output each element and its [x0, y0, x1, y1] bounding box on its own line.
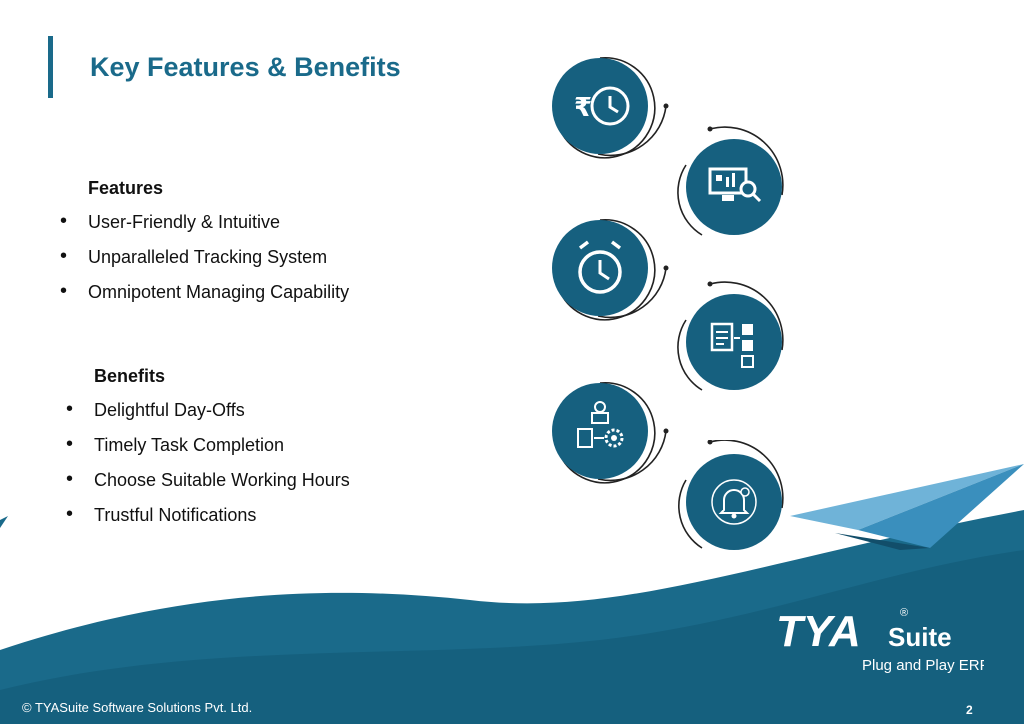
- bullet-icon: •: [66, 433, 74, 455]
- features-heading: Features: [88, 178, 164, 198]
- copyright-text: © TYASuite Software Solutions Pvt. Ltd.: [22, 700, 253, 715]
- bullet-icon: •: [66, 468, 74, 490]
- bullet-icon: •: [60, 210, 68, 232]
- bullet-icon: •: [66, 398, 74, 420]
- feature-item: User-Friendly & Intuitive: [88, 212, 281, 232]
- benefit-item: Choose Suitable Working Hours: [94, 470, 350, 490]
- rupee-clock-icon: ₹: [552, 56, 669, 159]
- benefits-heading: Benefits: [94, 366, 166, 386]
- bullet-icon: •: [66, 503, 74, 525]
- feature-item: Omnipotent Managing Capability: [88, 282, 350, 302]
- benefit-item: Delightful Day-Offs: [94, 400, 245, 420]
- paper-plane-lower: [858, 464, 1024, 548]
- benefit-item: Timely Task Completion: [94, 435, 285, 455]
- checklist-icon: [677, 281, 784, 391]
- bullet-icon: •: [60, 245, 68, 267]
- alarm-clock-icon: [552, 218, 669, 321]
- svg-text:®: ®: [900, 607, 908, 619]
- svg-text:Suite: Suite: [888, 622, 952, 652]
- title-accent-bar: [48, 36, 53, 98]
- feature-item: Unparalleled Tracking System: [88, 247, 328, 267]
- notification-bell-icon: [678, 440, 784, 550]
- paper-plane-upper: [790, 464, 1024, 530]
- svg-text:Plug and Play ERP: Plug and Play ERP: [862, 657, 984, 674]
- tyasuite-logo: TYA Suite ® Plug and Play ERP: [776, 607, 984, 674]
- svg-text:TYA: TYA: [776, 607, 861, 656]
- monitor-analytics-icon: [677, 126, 784, 236]
- benefit-item: Trustful Notifications: [94, 505, 257, 525]
- workflow-gear-icon: [552, 381, 669, 484]
- svg-text:₹: ₹: [574, 93, 592, 123]
- bullet-icon: •: [60, 280, 68, 302]
- page-title: Key Features & Benefits: [90, 52, 401, 82]
- page-number: 2: [966, 703, 973, 717]
